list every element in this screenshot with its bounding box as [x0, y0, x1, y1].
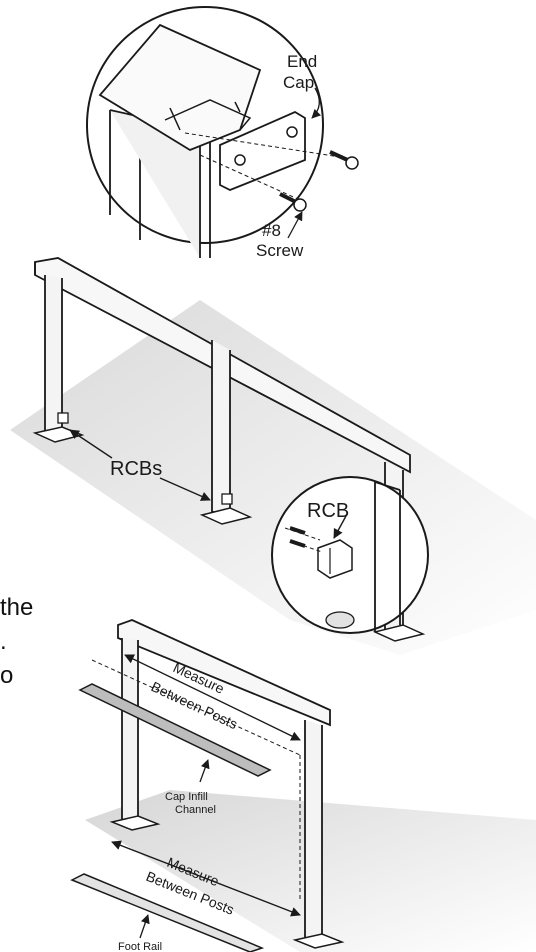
cap-infill-label-line2: Channel	[175, 804, 216, 816]
screw-label-line1: #8	[262, 221, 281, 240]
screw-label-line2: Screw	[256, 241, 304, 260]
foot-rail-label: Foot Rail	[118, 941, 162, 952]
end-cap-label-line1: End	[287, 52, 317, 71]
end-cap-detail: End Cap #8 Screw	[86, 6, 359, 260]
railing-bottom: Measure Between Posts Cap Infill Channel…	[70, 619, 536, 952]
rcbs-label: RCBs	[110, 458, 162, 480]
edge-text-line1: the	[0, 594, 34, 621]
rcb-detail: RCB	[271, 476, 429, 634]
end-cap-label-line2: Cap	[283, 73, 314, 92]
edge-text-line2: .	[0, 628, 7, 655]
cap-infill-label-line1: Cap Infill	[165, 791, 208, 803]
rcb-label: RCB	[307, 500, 349, 522]
ground-shadow-middle	[10, 300, 536, 655]
railing-middle: RCBs	[10, 257, 536, 655]
edge-text-line3: o	[0, 662, 14, 689]
